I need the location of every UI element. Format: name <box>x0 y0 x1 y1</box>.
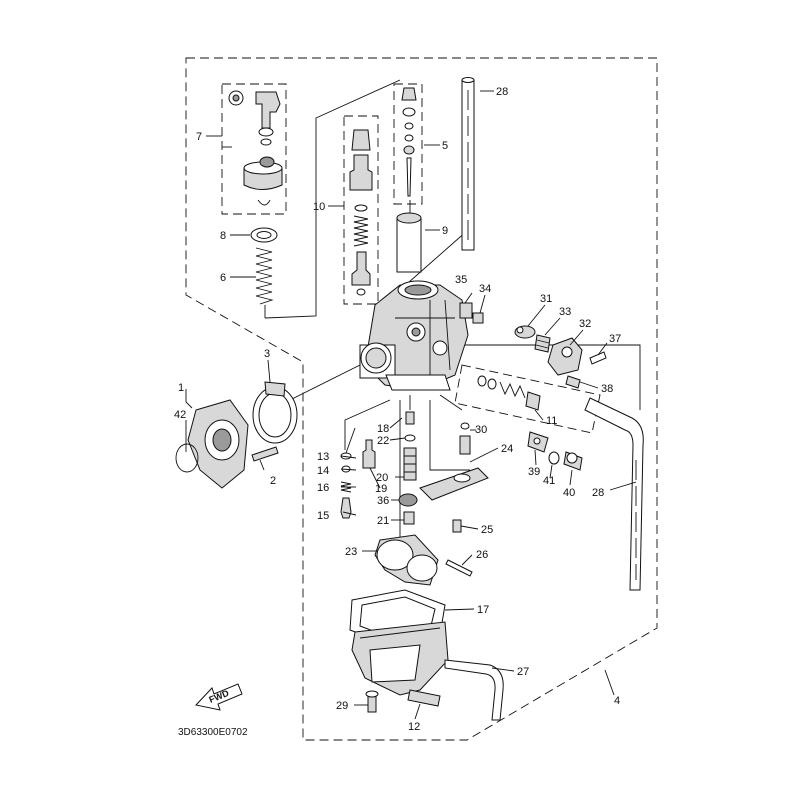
part-label-11: 11 <box>546 415 557 427</box>
washer-41 <box>548 451 560 465</box>
hose-27 <box>444 659 504 721</box>
o-ring-42 <box>175 443 199 473</box>
cap-subgroup-box <box>221 83 287 215</box>
part-label-37: 37 <box>609 333 621 345</box>
part-label-15: 15 <box>317 510 329 522</box>
screw-25 <box>452 519 462 533</box>
part-label-30: 30 <box>475 424 487 436</box>
link-line <box>465 344 641 410</box>
screw-29 <box>365 690 379 713</box>
screw-38 <box>565 375 581 389</box>
clamp-3 <box>252 381 298 444</box>
link-line <box>264 79 401 319</box>
needle-subgroup-box <box>393 83 423 205</box>
part-label-16: 16 <box>317 482 329 494</box>
screw-40 <box>563 451 583 471</box>
screw-37 <box>589 351 607 365</box>
part-label-1: 1 <box>178 382 184 394</box>
washer-22 <box>404 434 416 442</box>
assembly-boundary <box>185 57 658 741</box>
throttle-valve-9 <box>396 212 422 273</box>
part-label-41: 41 <box>543 475 555 487</box>
part-label-36: 36 <box>377 495 389 507</box>
part-label-33: 33 <box>559 306 571 318</box>
part-label-12: 12 <box>408 721 420 733</box>
plate-32 <box>547 337 583 376</box>
part-label-28-top: 28 <box>496 86 508 98</box>
part-label-32: 32 <box>579 318 591 330</box>
part-label-29: 29 <box>336 700 348 712</box>
part-label-5: 5 <box>442 140 448 152</box>
link-line <box>439 394 463 411</box>
spring-33 <box>534 334 551 353</box>
part-label-14: 14 <box>317 465 329 477</box>
screw-34 <box>472 312 484 324</box>
part-label-38: 38 <box>601 383 613 395</box>
part-labels: 7 8 6 10 5 9 28 3 1 42 2 35 34 31 33 32 … <box>174 86 621 733</box>
jet-needle-assembly <box>401 87 417 197</box>
part-label-34: 34 <box>479 283 491 295</box>
part-label-21: 21 <box>377 515 389 527</box>
spring-6 <box>255 247 274 305</box>
float-23 <box>374 534 439 586</box>
part-label-3: 3 <box>264 348 270 360</box>
part-label-24: 24 <box>501 443 513 455</box>
part-label-2: 2 <box>270 475 276 487</box>
part-label-40: 40 <box>563 487 575 499</box>
part-label-25: 25 <box>481 524 493 536</box>
screw-35 <box>459 302 473 319</box>
screw-2 <box>251 446 279 462</box>
link-line <box>289 364 361 401</box>
carburetor-body <box>359 280 469 391</box>
leader-lines <box>185 90 637 720</box>
screw-15 <box>340 497 352 519</box>
part-label-4: 4 <box>614 695 620 707</box>
part-label-13: 13 <box>317 451 329 463</box>
part-label-31: 31 <box>540 293 552 305</box>
part-label-10: 10 <box>313 201 325 213</box>
main-jet-21 <box>403 511 415 525</box>
holder-36 <box>398 493 418 507</box>
part-label-23: 23 <box>345 546 357 558</box>
link-line <box>344 399 391 450</box>
intake-joint-1 <box>187 399 249 489</box>
part-label-6: 6 <box>220 272 226 284</box>
part-label-20: 20 <box>376 472 388 484</box>
cap-assembly <box>228 90 283 206</box>
part-label-8: 8 <box>220 230 226 242</box>
part-label-9: 9 <box>442 225 448 237</box>
drain-screw-12 <box>407 689 441 707</box>
washer-8 <box>250 227 278 243</box>
part-label-28-right: 28 <box>592 487 604 499</box>
part-label-35: 35 <box>455 274 467 286</box>
hose-28-top <box>461 77 475 251</box>
diagram-code: 3D63300E0702 <box>178 727 248 738</box>
valve-subgroup-box <box>343 115 379 305</box>
fwd-arrow-icon: FWD <box>195 683 243 711</box>
pilot-screw-assembly <box>477 375 541 411</box>
part-label-42: 42 <box>174 409 186 421</box>
pin-26 <box>445 559 473 577</box>
needle-jet-20 <box>403 447 417 481</box>
part-label-17: 17 <box>477 604 489 616</box>
cover-31 <box>514 325 536 339</box>
jet-18 <box>405 411 415 425</box>
part-label-19: 19 <box>375 483 387 495</box>
needle-valve-assembly <box>349 129 373 296</box>
part-label-39: 39 <box>528 466 540 478</box>
float-chamber <box>351 621 449 696</box>
part-label-22: 22 <box>377 435 389 447</box>
part-label-18: 18 <box>377 423 389 435</box>
link-line <box>429 400 470 471</box>
bracket-39 <box>527 431 549 453</box>
jet-30 <box>459 422 471 455</box>
part-label-7: 7 <box>196 131 202 143</box>
jet-19 <box>362 439 376 469</box>
plate-24 <box>419 467 489 501</box>
hose-28-right <box>584 397 644 591</box>
part-label-27: 27 <box>517 666 529 678</box>
part-label-26: 26 <box>476 549 488 561</box>
